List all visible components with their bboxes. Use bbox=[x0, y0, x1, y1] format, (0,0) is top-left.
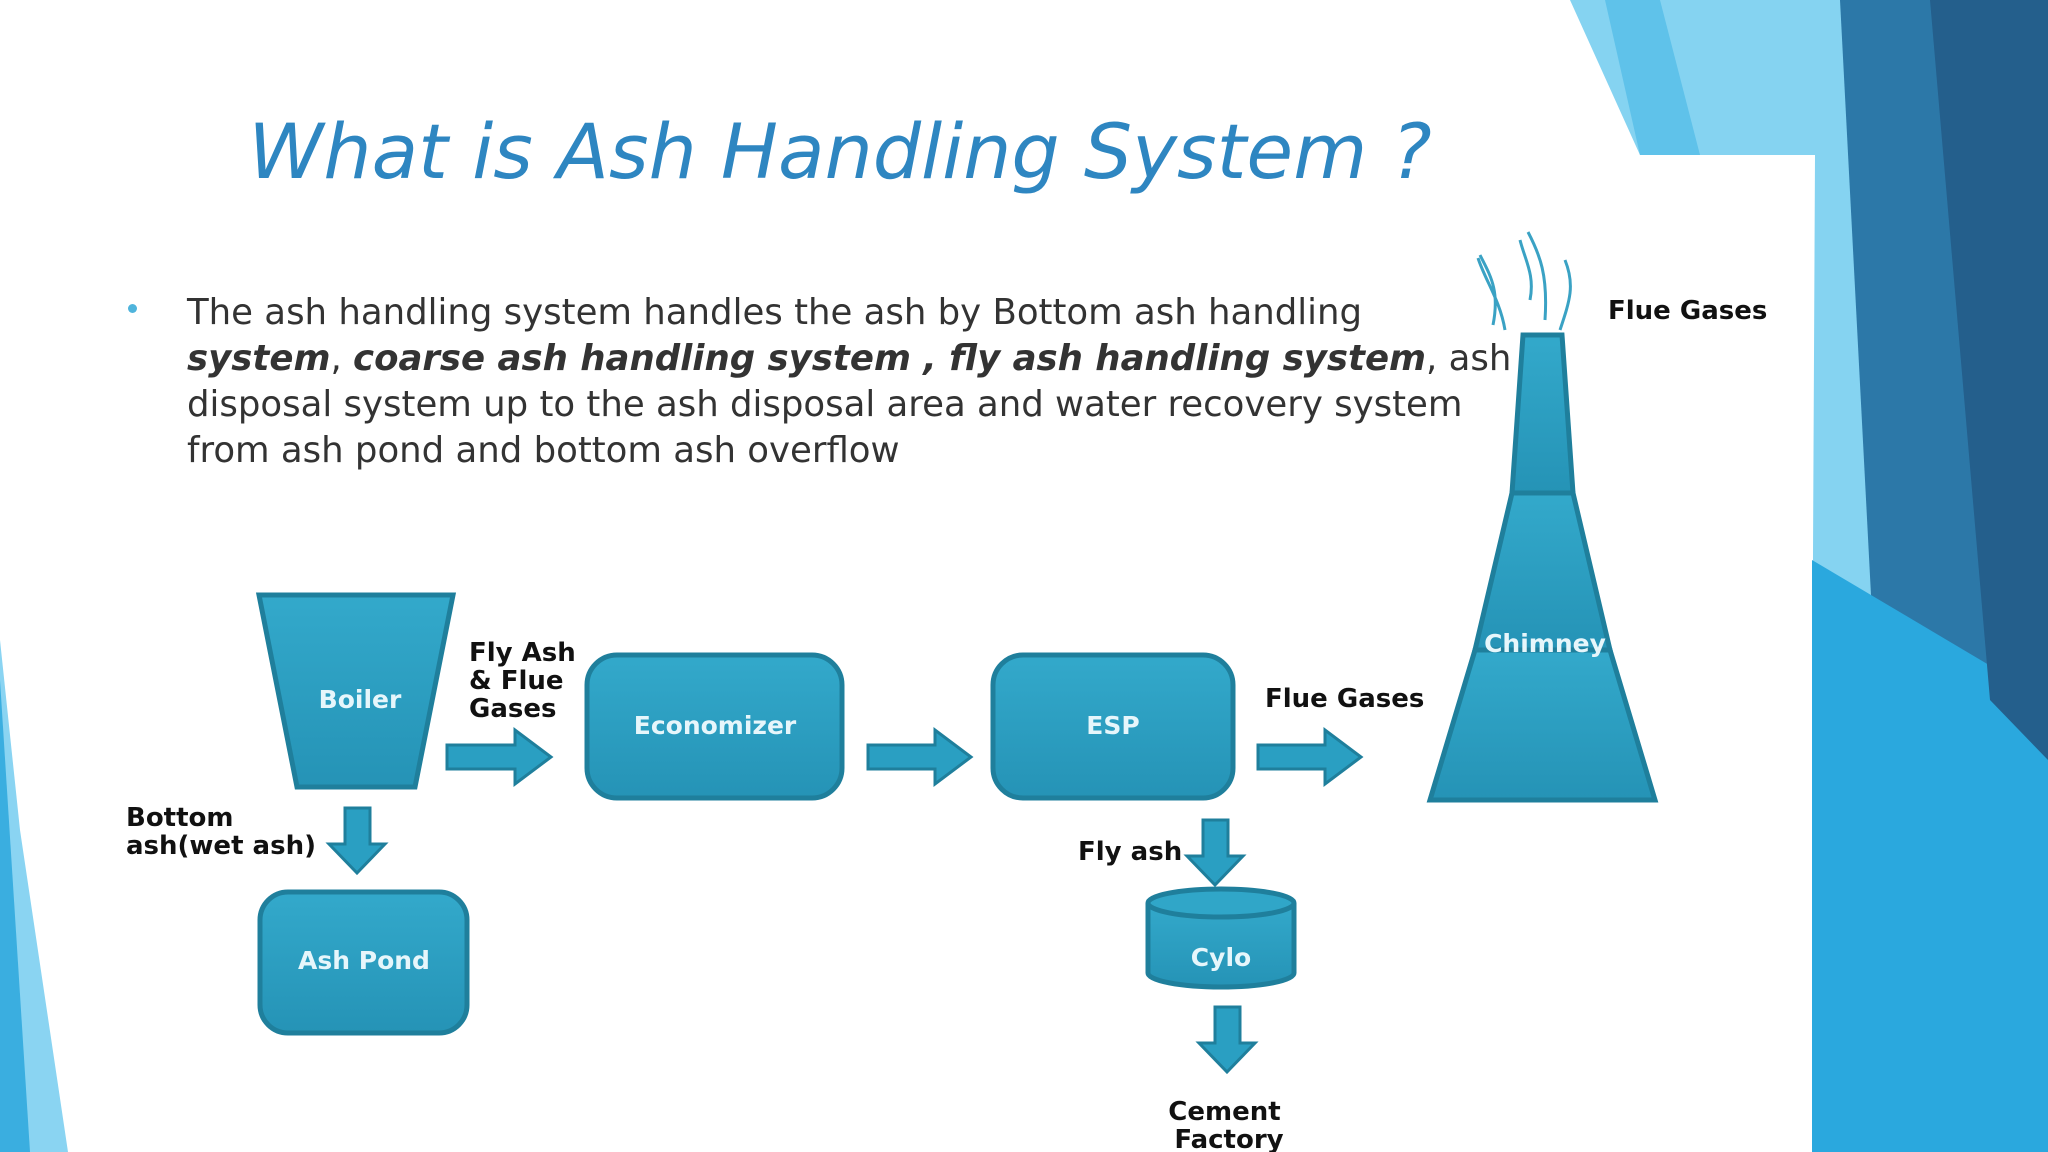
bullet-text: The ash handling system handles the ash … bbox=[187, 290, 1527, 474]
arrow-down-icon bbox=[325, 806, 389, 876]
arrow-right-icon bbox=[445, 727, 554, 787]
right-panel-mid bbox=[1605, 0, 1700, 155]
chimney-label: Chimney bbox=[1484, 629, 1606, 658]
fly-ash-label: Fly ash bbox=[1078, 837, 1182, 867]
bullet-emphasis: system bbox=[187, 338, 331, 379]
arrow-down-icon bbox=[1195, 1005, 1259, 1075]
ash-pond-node: Ash Pond bbox=[257, 889, 470, 1036]
boiler-node: Boiler bbox=[255, 592, 457, 790]
ash-pond-label: Ash Pond bbox=[298, 946, 430, 975]
right-panel-blue bbox=[1812, 560, 2048, 1152]
bullet-emphasis: coarse ash handling system , fly ash han… bbox=[353, 338, 1427, 379]
bullet-text-part: , bbox=[330, 338, 354, 379]
chimney-mid bbox=[1471, 490, 1614, 653]
flue-gases-chimney-label: Flue Gases bbox=[1608, 296, 1767, 326]
bullet-text-part: , ash disposal system up to the ash disp… bbox=[187, 338, 1512, 471]
right-panel-deep bbox=[1930, 0, 2048, 760]
left-panel-blue bbox=[0, 680, 30, 1152]
arrow-right-icon bbox=[1256, 727, 1364, 787]
cement-factory-label: Cement Factory bbox=[1168, 1097, 1289, 1152]
cylo-label: Cylo bbox=[1191, 943, 1251, 972]
flue-gases-label: Flue Gases bbox=[1265, 684, 1424, 714]
fly-ash-flue-gases-label: Fly Ash & Flue Gases bbox=[469, 638, 585, 724]
page-title: What is Ash Handling System ? bbox=[248, 107, 1432, 196]
economizer-node: Economizer bbox=[584, 652, 845, 801]
smoke-icon bbox=[1476, 231, 1572, 331]
economizer-label: Economizer bbox=[634, 711, 797, 740]
arrow-right-icon bbox=[866, 727, 974, 787]
esp-node: ESP bbox=[990, 652, 1236, 801]
chimney-top bbox=[1509, 332, 1576, 496]
bullet-text-part: The ash handling system handles the ash … bbox=[187, 292, 1363, 333]
arrow-down-icon bbox=[1183, 818, 1247, 888]
boiler-label: Boiler bbox=[319, 685, 402, 714]
chimney-base bbox=[1426, 647, 1659, 803]
bullet-point bbox=[128, 304, 137, 313]
bottom-ash-label: Bottom ash(wet ash) bbox=[126, 803, 316, 861]
esp-label: ESP bbox=[1086, 711, 1139, 740]
chimney-node: Chimney bbox=[1426, 231, 1659, 803]
cylo-node: Cylo bbox=[1145, 886, 1297, 990]
